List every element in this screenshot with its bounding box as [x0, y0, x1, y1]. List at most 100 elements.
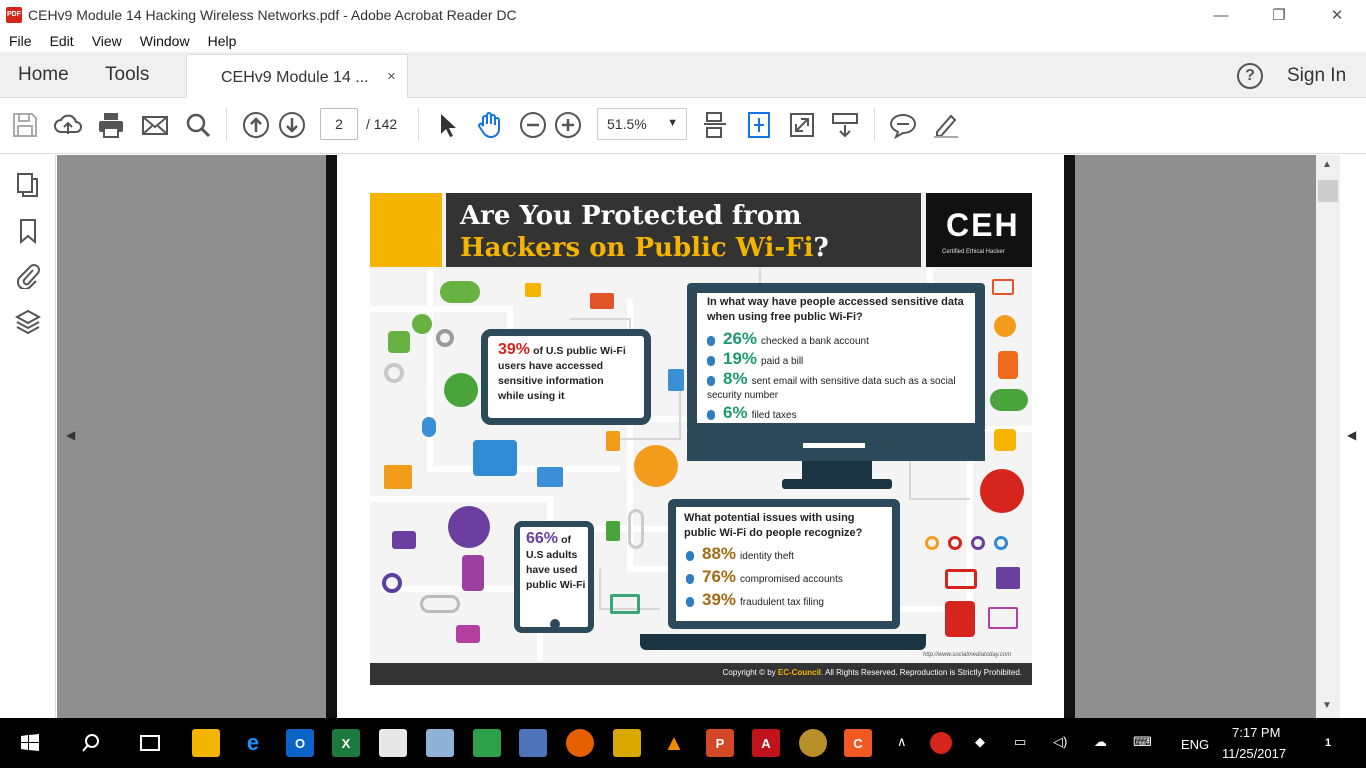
keyboard-icon[interactable]: ⌨ — [1133, 734, 1152, 749]
q1-item-text: paid a bill — [761, 356, 804, 367]
menu-window[interactable]: Window — [139, 33, 190, 49]
bookmark-icon[interactable] — [14, 217, 42, 245]
stat2-block: 66% of U.S adults have used public Wi-Fi — [526, 531, 588, 593]
highlight-pen-icon[interactable] — [931, 110, 961, 140]
full-screen-icon[interactable] — [787, 110, 817, 140]
menu-help[interactable]: Help — [207, 33, 237, 49]
search-icon[interactable] — [183, 110, 213, 140]
left-navigation-panel — [0, 155, 56, 718]
q1-list: 26%checked a bank account 19%paid a bill… — [707, 329, 969, 423]
sign-in-button[interactable]: Sign In — [1287, 65, 1347, 86]
scrolling-mode-icon[interactable] — [700, 110, 730, 140]
bullet-icon — [707, 376, 715, 387]
app-icon[interactable] — [426, 729, 454, 757]
laptop-base — [640, 634, 926, 650]
clock-date[interactable]: 11/25/2017 — [1222, 746, 1287, 761]
select-cursor-icon[interactable] — [432, 110, 462, 140]
search-icon[interactable] — [77, 729, 105, 757]
ceh-logo-text: CEH — [946, 207, 1020, 243]
volume-icon[interactable]: ◁) — [1053, 734, 1068, 749]
show-hidden-icons-icon[interactable]: ∧ — [897, 734, 907, 749]
infographic: Are You Protected from Hackers on Public… — [370, 193, 1032, 685]
acrobat-taskbar-icon[interactable]: A — [752, 729, 780, 757]
next-page-icon[interactable] — [277, 110, 307, 140]
expand-right-panel-icon[interactable]: ◀ — [1347, 428, 1357, 442]
powerpoint-icon[interactable]: P — [706, 729, 734, 757]
edge-browser-icon[interactable]: e — [246, 730, 260, 755]
file-explorer-icon[interactable] — [192, 729, 220, 757]
notification-center-icon[interactable]: 1 — [1314, 729, 1342, 757]
tab-document[interactable]: CEHv9 Module 14 ... × — [186, 54, 408, 98]
outlook-icon[interactable]: O — [286, 729, 314, 757]
bullet-icon — [707, 336, 715, 347]
save-icon[interactable] — [10, 110, 40, 140]
infographic-title-line2: Hackers on Public Wi-Fi? — [460, 233, 829, 263]
minimize-button[interactable]: — — [1213, 6, 1229, 24]
network-icon — [590, 293, 614, 309]
zoom-dropdown[interactable]: 51.5% ▼ — [597, 108, 687, 140]
clock-time[interactable]: 7:17 PM — [1232, 725, 1281, 740]
close-window-button[interactable]: ✕ — [1330, 7, 1344, 24]
scrollbar-thumb[interactable] — [1318, 180, 1338, 202]
q2-item: 39%fraudulent tax filing — [686, 590, 886, 610]
q2-item-percent: 39% — [702, 590, 737, 609]
close-tab-icon[interactable]: × — [387, 68, 396, 85]
acrobat-app-icon: PDF — [6, 7, 22, 23]
onedrive-icon[interactable]: ☁ — [1094, 734, 1107, 749]
link-icon — [994, 315, 1016, 337]
email-icon[interactable] — [140, 110, 170, 140]
vlc-icon[interactable]: ▲ — [663, 730, 685, 755]
title-question-mark: ? — [813, 233, 829, 263]
stat1-block: 39% of U.S public Wi-Fi users have acces… — [498, 342, 632, 404]
attachment-icon[interactable] — [14, 261, 42, 291]
windows-start-icon[interactable] — [16, 729, 44, 757]
notification-count: 1 — [1324, 737, 1332, 749]
restore-button[interactable]: ❐ — [1272, 7, 1286, 24]
previous-page-icon[interactable] — [241, 110, 271, 140]
hand-tool-icon[interactable] — [475, 110, 505, 140]
help-icon[interactable]: ? — [1237, 63, 1263, 89]
camtasia-recorder-icon[interactable]: C — [844, 729, 872, 757]
store-icon[interactable] — [379, 729, 407, 757]
language-indicator[interactable]: ENG — [1181, 737, 1210, 752]
page-thumbnails-icon[interactable] — [14, 171, 42, 199]
menu-file[interactable]: File — [9, 33, 32, 49]
tab-tools[interactable]: Tools — [105, 64, 150, 85]
q1-item: 19%paid a bill — [707, 350, 969, 369]
page-number-input[interactable]: 2 — [320, 108, 358, 140]
title-bar: PDF CEHv9 Module 14 Hacking Wireless Net… — [0, 0, 1366, 30]
collapse-left-panel-icon[interactable]: ◀ — [66, 428, 76, 442]
winrar-icon[interactable] — [613, 729, 641, 757]
menu-edit[interactable]: Edit — [49, 33, 74, 49]
tab-home[interactable]: Home — [18, 64, 69, 85]
q2-title: What potential issues with using public … — [684, 512, 863, 539]
excel-icon[interactable]: X — [332, 729, 360, 757]
double-chevron-icon — [668, 369, 684, 391]
vertical-scrollbar[interactable]: ▲ ▼ — [1316, 155, 1340, 718]
print-icon[interactable] — [96, 110, 126, 140]
task-view-icon[interactable] — [136, 729, 164, 757]
zoom-in-icon[interactable] — [553, 110, 583, 140]
dropbox-icon[interactable]: ◆ — [975, 734, 985, 749]
cloud-upload-icon[interactable] — [53, 110, 83, 140]
recording-tray-icon[interactable] — [930, 732, 952, 754]
firefox-icon[interactable] — [566, 729, 594, 757]
read-mode-icon[interactable] — [830, 110, 860, 140]
zoom-out-icon[interactable] — [518, 110, 548, 140]
fit-page-icon[interactable] — [744, 110, 774, 140]
camtasia-icon[interactable] — [473, 729, 501, 757]
layers-icon[interactable] — [14, 307, 42, 335]
comment-icon[interactable] — [888, 110, 918, 140]
menu-view[interactable]: View — [91, 33, 122, 49]
globe-icon — [412, 314, 432, 334]
stat2-percent: 66% — [526, 530, 559, 547]
app-icon[interactable] — [799, 729, 827, 757]
scroll-up-icon[interactable]: ▲ — [1322, 159, 1332, 170]
scroll-down-icon[interactable]: ▼ — [1322, 700, 1332, 711]
q1-item: 26%checked a bank account — [707, 330, 969, 349]
q1-item-text: filed taxes — [751, 410, 797, 421]
remote-desktop-icon[interactable] — [519, 729, 547, 757]
monitor-stat-card: In what way have people accessed sensiti… — [687, 283, 985, 433]
chevron-down-icon: ▼ — [667, 117, 678, 129]
network-icon[interactable]: ▭ — [1014, 734, 1027, 749]
